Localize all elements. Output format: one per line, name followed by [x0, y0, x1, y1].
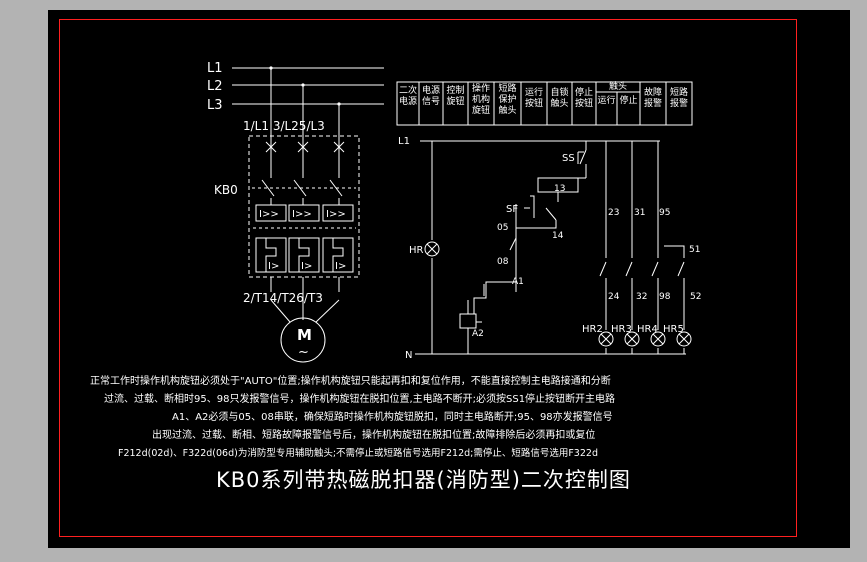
drawing-title: KB0系列带热磁脱扣器(消防型)二次控制图 — [216, 468, 631, 492]
table-header-cell: 控制旋钮 — [446, 86, 465, 107]
table-header-cell: 电源信号 — [421, 86, 440, 107]
terminal-05: 05 — [497, 223, 508, 233]
note-line-3: A1、A2必须与05、08串联，确保短路时操作机构旋钮脱扣，同时主电路断开;95… — [172, 412, 613, 423]
terminal-52: 52 — [690, 292, 701, 302]
trip-glyph-1: I>> — [259, 209, 279, 220]
terminal-08: 08 — [497, 257, 509, 267]
table-group-header: 触头 — [608, 82, 627, 92]
terminal-a2: A2 — [472, 329, 484, 339]
terminal-31: 31 — [634, 208, 645, 218]
terminal-24: 24 — [608, 292, 620, 302]
lamp-hr-label: HR — [409, 245, 424, 256]
terminal-13: 13 — [554, 184, 565, 194]
indicator-lamps — [424, 241, 692, 347]
motor-feeders — [270, 277, 340, 323]
terminal-51: 51 — [689, 245, 700, 255]
motor-ac-sign: ~ — [298, 345, 309, 360]
table-header-cell: 自锁触头 — [550, 88, 569, 109]
phase-l2-label: L2 — [207, 79, 223, 94]
table-header-cell: 停止 — [619, 96, 638, 106]
lamp-hr3-label: HR3 — [611, 324, 632, 335]
table-header-cell: 操作机构旋钮 — [471, 84, 490, 116]
kb0-main-contacts — [252, 168, 356, 205]
relay-glyph-2: I> — [301, 261, 312, 272]
control-line-label: L1 — [398, 136, 410, 147]
table-header-cell: 二次电源 — [398, 86, 417, 107]
terminal-32: 32 — [636, 292, 647, 302]
trip-glyph-2: I>> — [292, 209, 312, 220]
lamp-hr2-label: HR2 — [582, 324, 603, 335]
table-header-cell: 运行 — [597, 96, 616, 106]
terminal-95: 95 — [659, 208, 670, 218]
stop-switch-label: SS — [562, 153, 575, 164]
phase-lines — [232, 66, 384, 106]
lamp-hr4-label: HR4 — [637, 324, 658, 335]
drawing-sheet — [48, 10, 850, 548]
phase-l3-label: L3 — [207, 98, 223, 113]
note-line-2: 过流、过载、断相时95、98只发报警信号，操作机构旋钮在脱扣位置,主电路不断开;… — [104, 394, 616, 405]
table-header-cell: 短路报警 — [669, 88, 688, 109]
thermal-relays: I> I> I> — [255, 237, 354, 273]
kb0-label: KB0 — [214, 183, 238, 197]
relay-glyph-3: I> — [335, 261, 346, 272]
terminal-a1: A1 — [512, 277, 524, 287]
control-wiring — [415, 140, 686, 355]
drawing-frame — [59, 19, 797, 537]
phase-drops — [265, 68, 345, 168]
input-terminals-label: 1/L1 3/L25/L3 — [243, 119, 325, 133]
note-line-1: 正常工作时操作机构旋钮必须处于"AUTO"位置;操作机构旋钮只能起再扣和复位作用… — [90, 376, 611, 387]
trip-glyph-3: I>> — [326, 209, 346, 220]
motor-symbol — [280, 317, 326, 363]
note-line-5: F212d(02d)、F322d(06d)为消防型专用辅助触头;不需停止或短路信… — [118, 448, 598, 459]
neutral-label: N — [405, 350, 412, 361]
table-header-cell: 故障报警 — [643, 88, 662, 109]
function-table-grid — [396, 81, 693, 126]
table-header-cell: 运行按钮 — [524, 88, 543, 109]
table-header-cell: 短路保护触头 — [498, 84, 517, 116]
table-header-cell: 停止按钮 — [574, 88, 593, 109]
phase-l1-label: L1 — [207, 61, 223, 76]
terminal-98: 98 — [659, 292, 671, 302]
output-terminals-label: 2/T14/T26/T3 — [243, 291, 323, 305]
motor-letter: M — [297, 326, 312, 344]
relay-glyph-1: I> — [268, 261, 279, 272]
lamp-hr5-label: HR5 — [663, 324, 684, 335]
magnetic-trip-units: I>> I>> I>> — [253, 204, 356, 229]
terminal-14: 14 — [552, 231, 564, 241]
note-line-4: 出现过流、过载、断相、短路故障报警信号后，操作机构旋钮在脱扣位置;故障排除后必须… — [152, 430, 596, 441]
fault-switch-label: SF — [506, 204, 518, 215]
terminal-23: 23 — [608, 208, 619, 218]
